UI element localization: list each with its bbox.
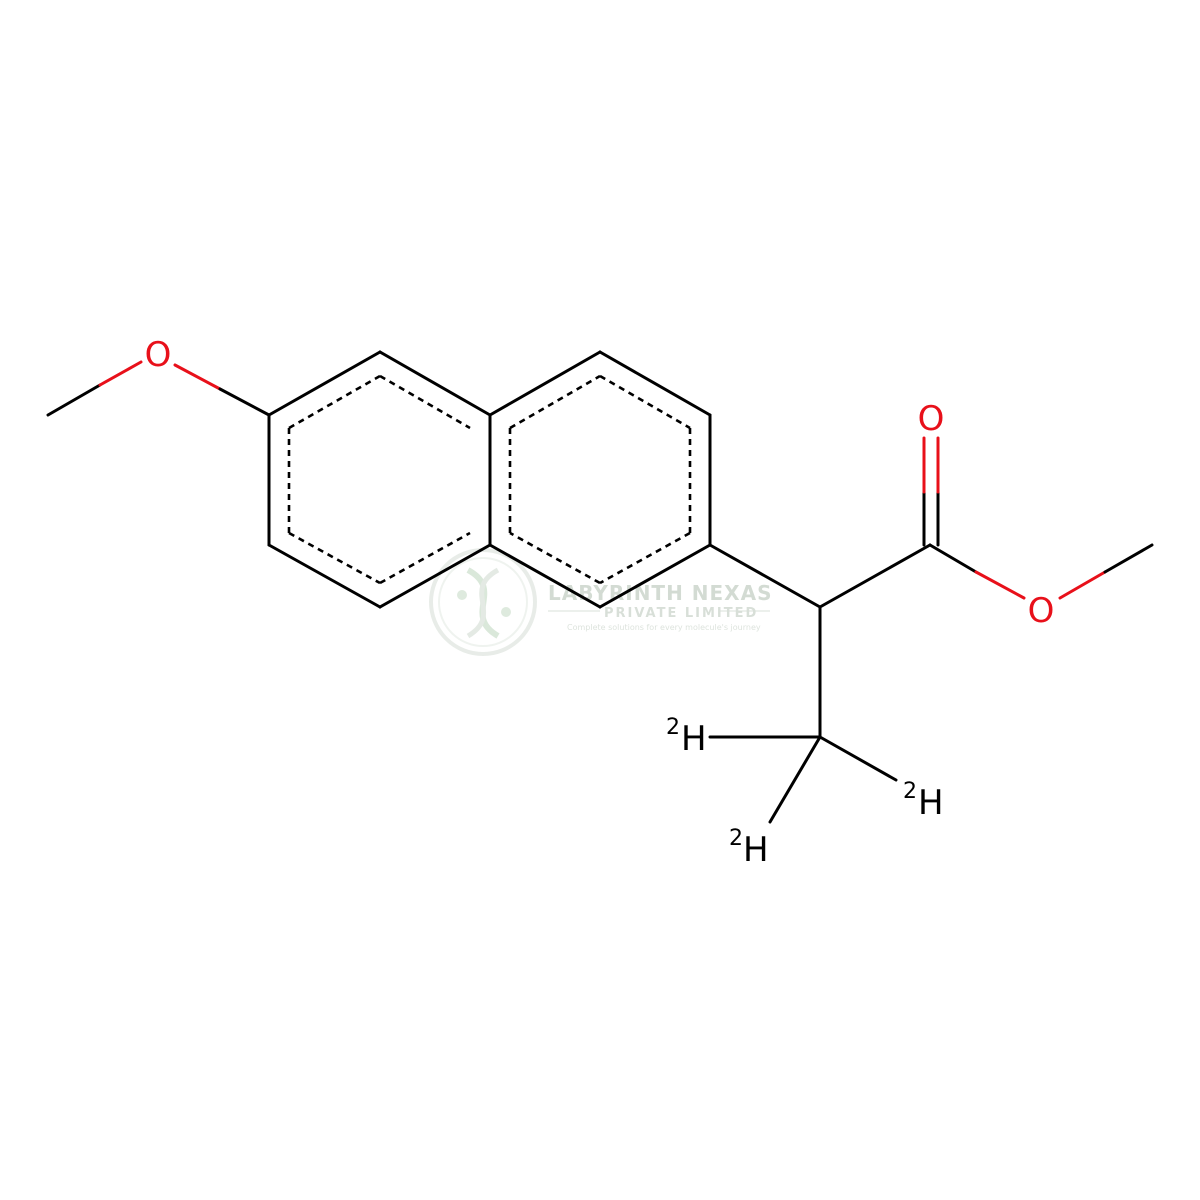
atom-deuterium-right: 2 H [903, 779, 944, 823]
svg-text:2: 2 [666, 715, 680, 740]
dna-helix-logo [429, 548, 537, 656]
watermark-subtitle: PRIVATE LIMITED [604, 606, 758, 621]
atom-oxygen-methoxy: O [145, 335, 172, 375]
atom-deuterium-bottom: 2 H [729, 826, 769, 870]
watermark-title: LABYRINTH NEXAS [548, 581, 772, 605]
svg-text:H: H [681, 719, 707, 759]
atom-deuterium-left: 2 H [666, 715, 707, 759]
svg-text:H: H [743, 830, 769, 870]
methoxy-group: O [46, 335, 271, 417]
atom-oxygen-carbonyl: O [918, 399, 945, 439]
propanoate-chain [708, 543, 932, 739]
trideuteriomethyl-group: 2 H 2 H 2 H [666, 715, 944, 870]
atom-oxygen-ester: O [1028, 591, 1055, 631]
svg-text:2: 2 [729, 826, 743, 851]
svg-text:2: 2 [903, 779, 917, 804]
svg-text:H: H [918, 783, 944, 823]
right-aromatic-ring [488, 350, 712, 609]
watermark-tagline: Complete solutions for every molecule's … [567, 623, 761, 632]
watermark: LABYRINTH NEXAS PRIVATE LIMITED Complete… [429, 548, 772, 656]
left-aromatic-ring [267, 350, 492, 609]
ester-group: O O [918, 399, 1154, 631]
